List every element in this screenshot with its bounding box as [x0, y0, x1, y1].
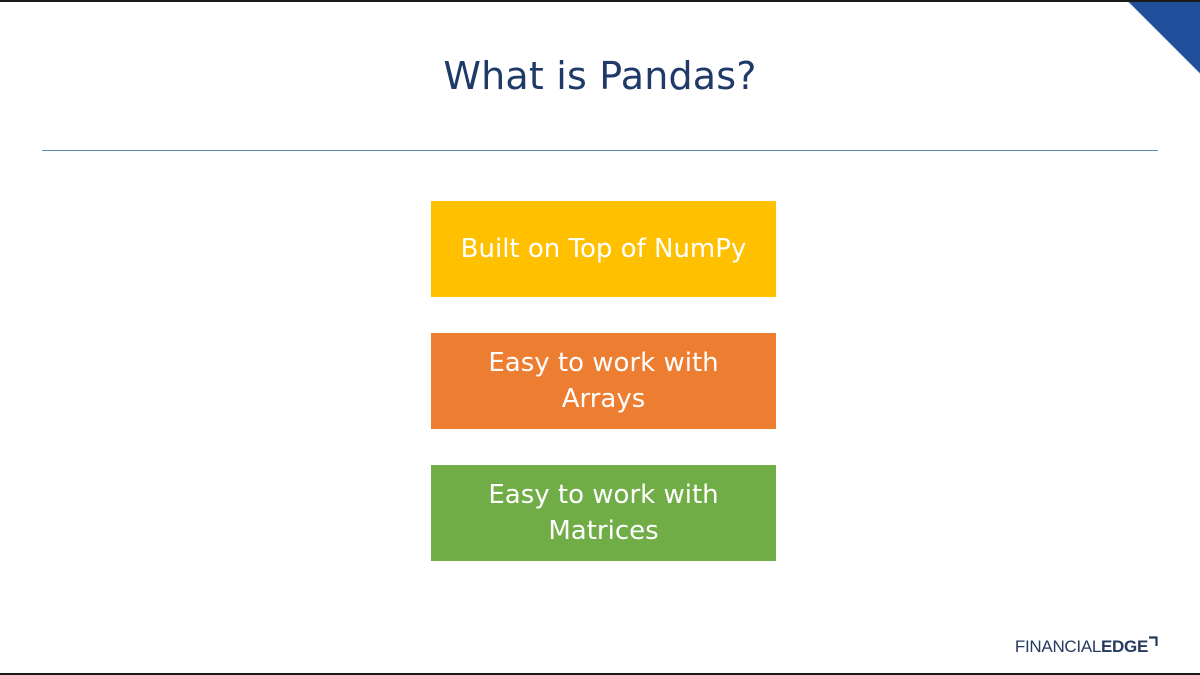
feature-box-line: Arrays [561, 384, 646, 414]
financial-edge-logo: FINANCIAL EDGE [1014, 636, 1158, 657]
feature-box-arrays: Easy to work with Arrays [431, 333, 776, 429]
feature-box-line: Built on Top of NumPy [460, 234, 747, 264]
feature-box-matrices: Easy to work with Matrices [431, 465, 776, 561]
feature-box-line: Easy to work with [488, 348, 719, 378]
corner-bracket-icon [1149, 636, 1158, 646]
feature-box-numpy: Built on Top of NumPy [431, 201, 776, 297]
corner-accent-icon [1128, 2, 1200, 74]
logo-light-text: FINANCIAL [1014, 637, 1102, 656]
feature-box-line: Easy to work with [488, 480, 719, 510]
logo-bold-text: EDGE [1101, 637, 1148, 656]
slide-title: What is Pandas? [443, 54, 757, 98]
title-divider [42, 150, 1158, 151]
feature-box-line: Matrices [548, 516, 659, 546]
